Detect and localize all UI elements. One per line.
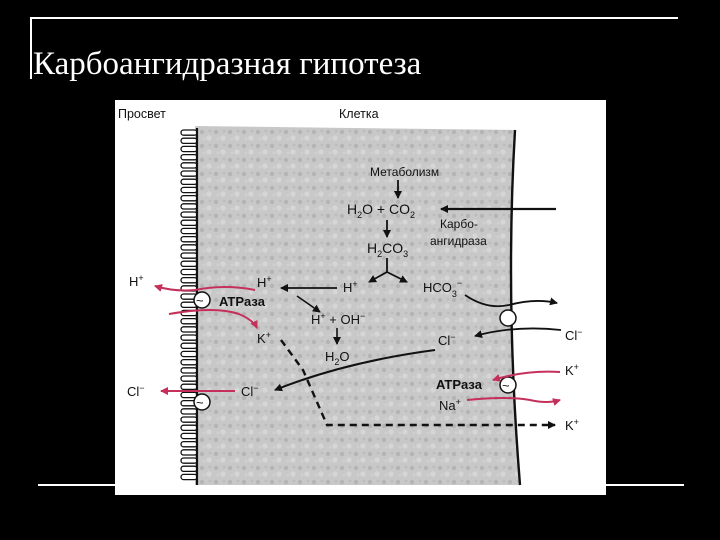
microvillus [180, 145, 198, 153]
microvillus [180, 260, 198, 268]
k-recycling-path [280, 339, 556, 429]
microvillus [180, 440, 198, 448]
lumen-label: Просвет [118, 107, 166, 121]
microvillus [180, 219, 198, 227]
dissociation-arrow-right [386, 271, 408, 283]
microvillus [180, 457, 198, 464]
microvillus [180, 170, 198, 177]
microvillus [180, 465, 198, 473]
microvillus [180, 137, 198, 145]
dissociation-arrow-left [368, 271, 388, 283]
carbonic-acid-label: H2CO3 [367, 240, 408, 259]
pump-right-tilde: ~ [502, 378, 510, 393]
microvillus [180, 367, 198, 374]
split-h-plus: H+ [343, 279, 358, 295]
cell-k-plus: K+ [257, 330, 271, 346]
k-uptake-arrow [168, 309, 258, 329]
chloride-channel-pump [193, 393, 211, 411]
microvillus [180, 334, 198, 341]
microvilli [180, 129, 198, 481]
microvillus [180, 268, 198, 276]
microvillus [180, 203, 198, 210]
metabolism-label: Метаболизм [370, 165, 439, 179]
lumen-h-plus: H+ [129, 273, 144, 289]
top-rule [30, 17, 678, 19]
bicarbonate-label: HCO3− [423, 278, 462, 299]
microvillus [180, 186, 198, 194]
microvillus [180, 227, 198, 235]
lumen-chloride: Cl− [127, 383, 145, 399]
cytoplasm [195, 126, 520, 485]
microvillus [180, 153, 198, 161]
cell-chloride-mid: Cl− [438, 332, 456, 348]
microvillus [180, 276, 198, 284]
microvillus [180, 391, 198, 399]
microvillus [180, 194, 198, 202]
k-pump-influx-arrow [492, 370, 561, 382]
channel-tilde: ~ [196, 395, 204, 410]
water-label: H2O [325, 349, 350, 367]
atpase-right-label: ATPаза [436, 377, 483, 392]
chloride-influx-arrow [474, 327, 562, 339]
microvillus [180, 358, 198, 366]
microvillus [180, 244, 198, 251]
microvillus [180, 383, 198, 391]
microvillus [180, 416, 198, 423]
h-secretion-arrow [154, 284, 256, 292]
water-co2-label: H2O + CO2 [347, 201, 415, 220]
pump-left-tilde: ~ [196, 293, 204, 308]
blood-k-plus-out: K+ [565, 417, 579, 433]
microvillus [180, 129, 198, 136]
left-rule [30, 17, 32, 79]
na-efflux-arrow [466, 397, 561, 406]
h-to-water-arrow [296, 295, 321, 313]
slide-title: Карбоангидразная гипотеза [33, 46, 422, 82]
microvillus [180, 432, 198, 440]
microvillus [180, 317, 198, 325]
h-oh-label: H+ + OH− [311, 311, 365, 327]
microvillus [180, 350, 198, 358]
enzyme-label-line2: ангидраза [430, 234, 487, 248]
microvillus [180, 408, 198, 415]
na-plus-label: Na+ [439, 397, 461, 413]
atpase-left-label: ATPаза [219, 294, 266, 309]
exchanger-carrier [499, 309, 517, 327]
enzyme-label-line1: Карбо- [440, 217, 478, 231]
microvillus [180, 162, 198, 169]
atpase-pump-left [193, 291, 211, 309]
microvillus [180, 252, 198, 259]
blood-k-plus: K+ [565, 362, 579, 378]
cell-label: Клетка [339, 107, 379, 121]
microvillus [180, 211, 198, 218]
microvillus [180, 326, 198, 333]
microvillus [180, 178, 198, 186]
blood-chloride: Cl− [565, 327, 583, 343]
bicarbonate-efflux-arrow [464, 294, 558, 308]
cell-chloride-left: Cl− [241, 383, 259, 399]
microvillus [180, 473, 198, 481]
chloride-transcellular-arrow [274, 349, 436, 392]
microvillus [180, 235, 198, 243]
diagram-figure: Просвет Клетка Метаболизм H2O + CO2 Карб… [115, 100, 606, 495]
microvillus [180, 375, 198, 382]
microvillus [180, 342, 198, 350]
microvillus [180, 424, 198, 432]
microvillus [180, 449, 198, 456]
pump-h-plus: H+ [257, 274, 272, 290]
